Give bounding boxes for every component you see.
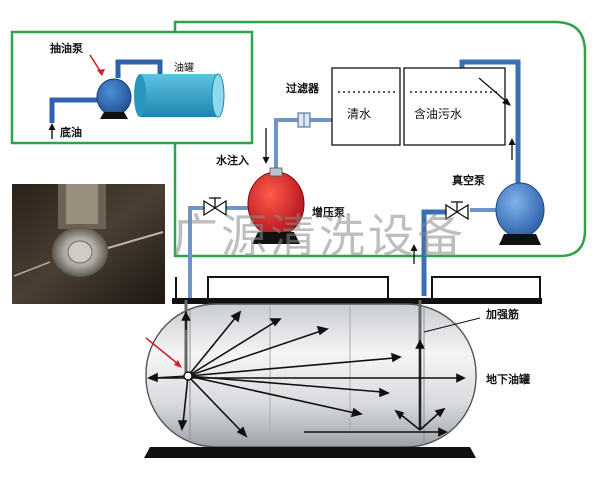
valve-left (203, 197, 227, 217)
vacuum-pump (495, 182, 545, 245)
spray-arrows (147, 310, 466, 438)
clean-water-label: 清水 (347, 107, 371, 121)
oily-water-tank: 含油污水 (403, 67, 506, 146)
underground-oil-tank (144, 300, 477, 458)
spray-nozzle (183, 371, 193, 381)
inset-pump (96, 78, 132, 116)
underground-tank-label: 地下油罐 (486, 372, 530, 386)
inset-pump-diagram: 抽油泵 油罐 底油 (10, 30, 254, 145)
flow-arrows (262, 77, 516, 264)
booster-pump-label: 增压泵 (312, 205, 345, 219)
vacuum-pump-label: 真空泵 (452, 173, 485, 187)
inset-oil-tank (134, 73, 225, 118)
nozzle-photo (12, 184, 165, 304)
water-in-label: 水注入 (216, 153, 249, 167)
inset-bottom-oil-label: 底油 (60, 125, 82, 139)
valve-right (445, 201, 469, 221)
inset-tank-label: 油罐 (174, 61, 194, 74)
ground-structure (172, 276, 542, 304)
booster-pump (247, 167, 305, 244)
rib-label: 加强筋 (485, 307, 519, 321)
nozzle-pointer-arrow (145, 337, 179, 365)
watermark-text: 广源清洗设备 (172, 209, 466, 263)
oily-water-label: 含油污水 (414, 106, 462, 121)
filter-label: 过滤器 (286, 81, 320, 95)
rib-pointer-line (423, 317, 481, 333)
system-frame (173, 20, 587, 258)
inset-pump-label: 抽油泵 (50, 41, 83, 55)
clean-water-tank: 清水 (331, 67, 401, 146)
